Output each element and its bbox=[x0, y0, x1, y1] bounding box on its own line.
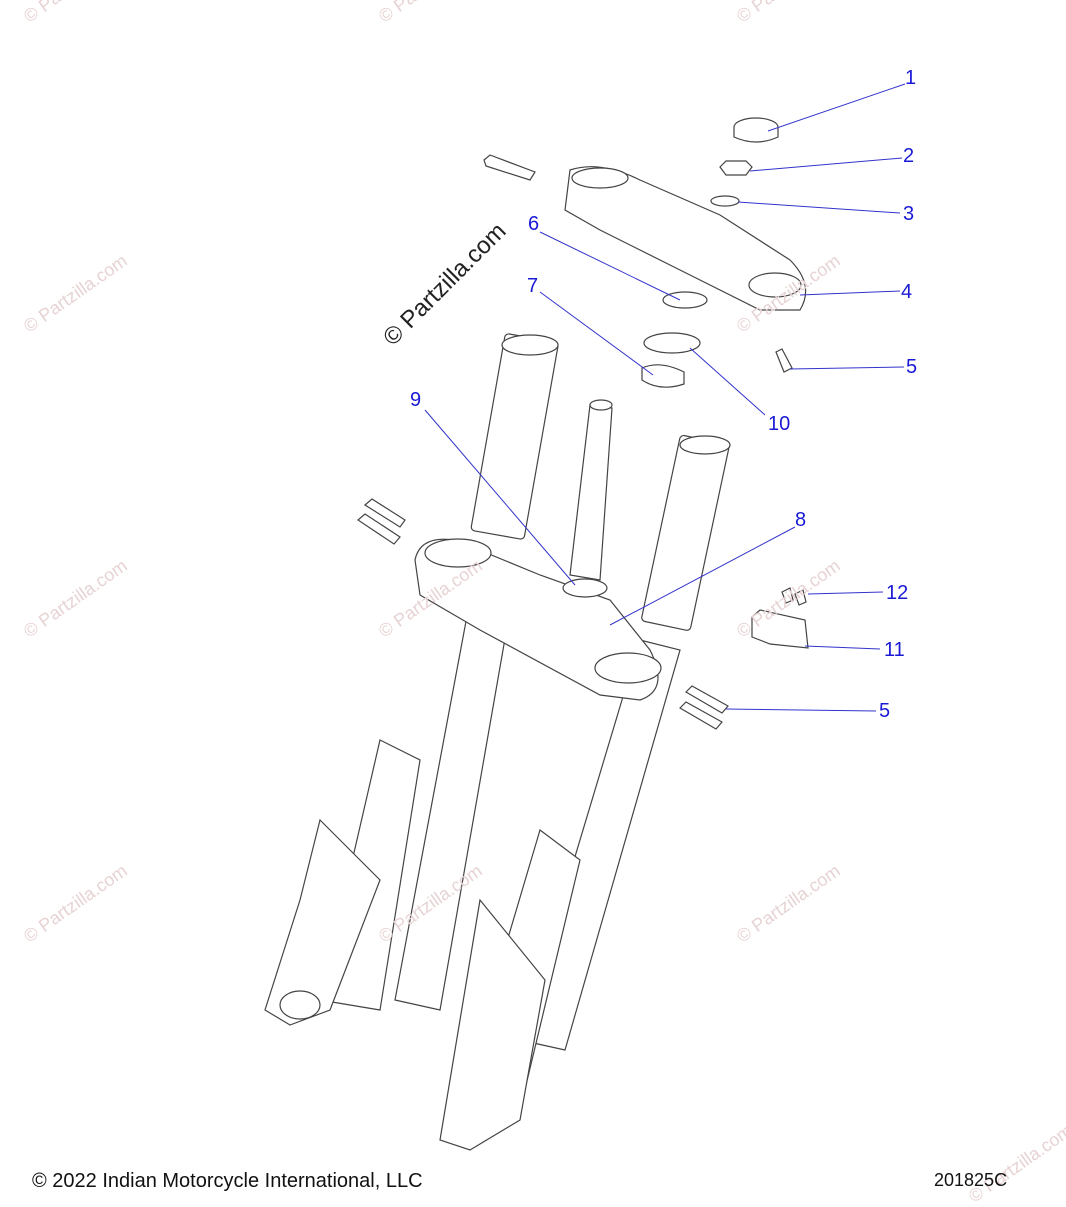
callout-7: 7 bbox=[527, 275, 539, 297]
lower-triple-clamp bbox=[414, 538, 662, 701]
callout-5-lower: 5 bbox=[879, 700, 891, 722]
clamp-block bbox=[751, 609, 809, 649]
screw-2 bbox=[794, 589, 807, 606]
copyright-text: © 2022 Indian Motorcycle International, … bbox=[32, 1170, 423, 1192]
bearing bbox=[641, 364, 685, 388]
callout-5-upper: 5 bbox=[906, 356, 918, 378]
callout-3: 3 bbox=[903, 203, 915, 225]
lower-bolt-3 bbox=[685, 685, 729, 714]
callout-10: 10 bbox=[768, 413, 791, 435]
lower-bolt-4 bbox=[679, 701, 723, 730]
stem-nut bbox=[719, 160, 753, 176]
upper-triple-clamp bbox=[564, 166, 807, 311]
left-fork-tube bbox=[264, 333, 559, 1026]
washer bbox=[710, 195, 740, 207]
screw-1 bbox=[781, 587, 794, 604]
dust-seal bbox=[643, 332, 701, 354]
pinch-bolt-upper bbox=[775, 348, 793, 373]
callout-8: 8 bbox=[795, 509, 807, 531]
adjust-nut bbox=[662, 291, 708, 309]
callout-12: 12 bbox=[886, 582, 909, 604]
callout-4: 4 bbox=[901, 281, 913, 303]
diagram-code: 201825C bbox=[934, 1170, 1008, 1190]
right-fork-tube bbox=[439, 434, 731, 1151]
stem-cap bbox=[733, 117, 779, 143]
callout-11: 11 bbox=[884, 639, 905, 661]
callout-1: 1 bbox=[905, 67, 917, 89]
lower-bolt-2 bbox=[357, 513, 401, 545]
steering-stem bbox=[569, 399, 613, 581]
callout-2: 2 bbox=[903, 145, 915, 167]
callout-9: 9 bbox=[410, 389, 422, 411]
top-bolt bbox=[483, 154, 536, 181]
lower-bolt-1 bbox=[363, 498, 406, 528]
callout-6: 6 bbox=[528, 213, 540, 235]
